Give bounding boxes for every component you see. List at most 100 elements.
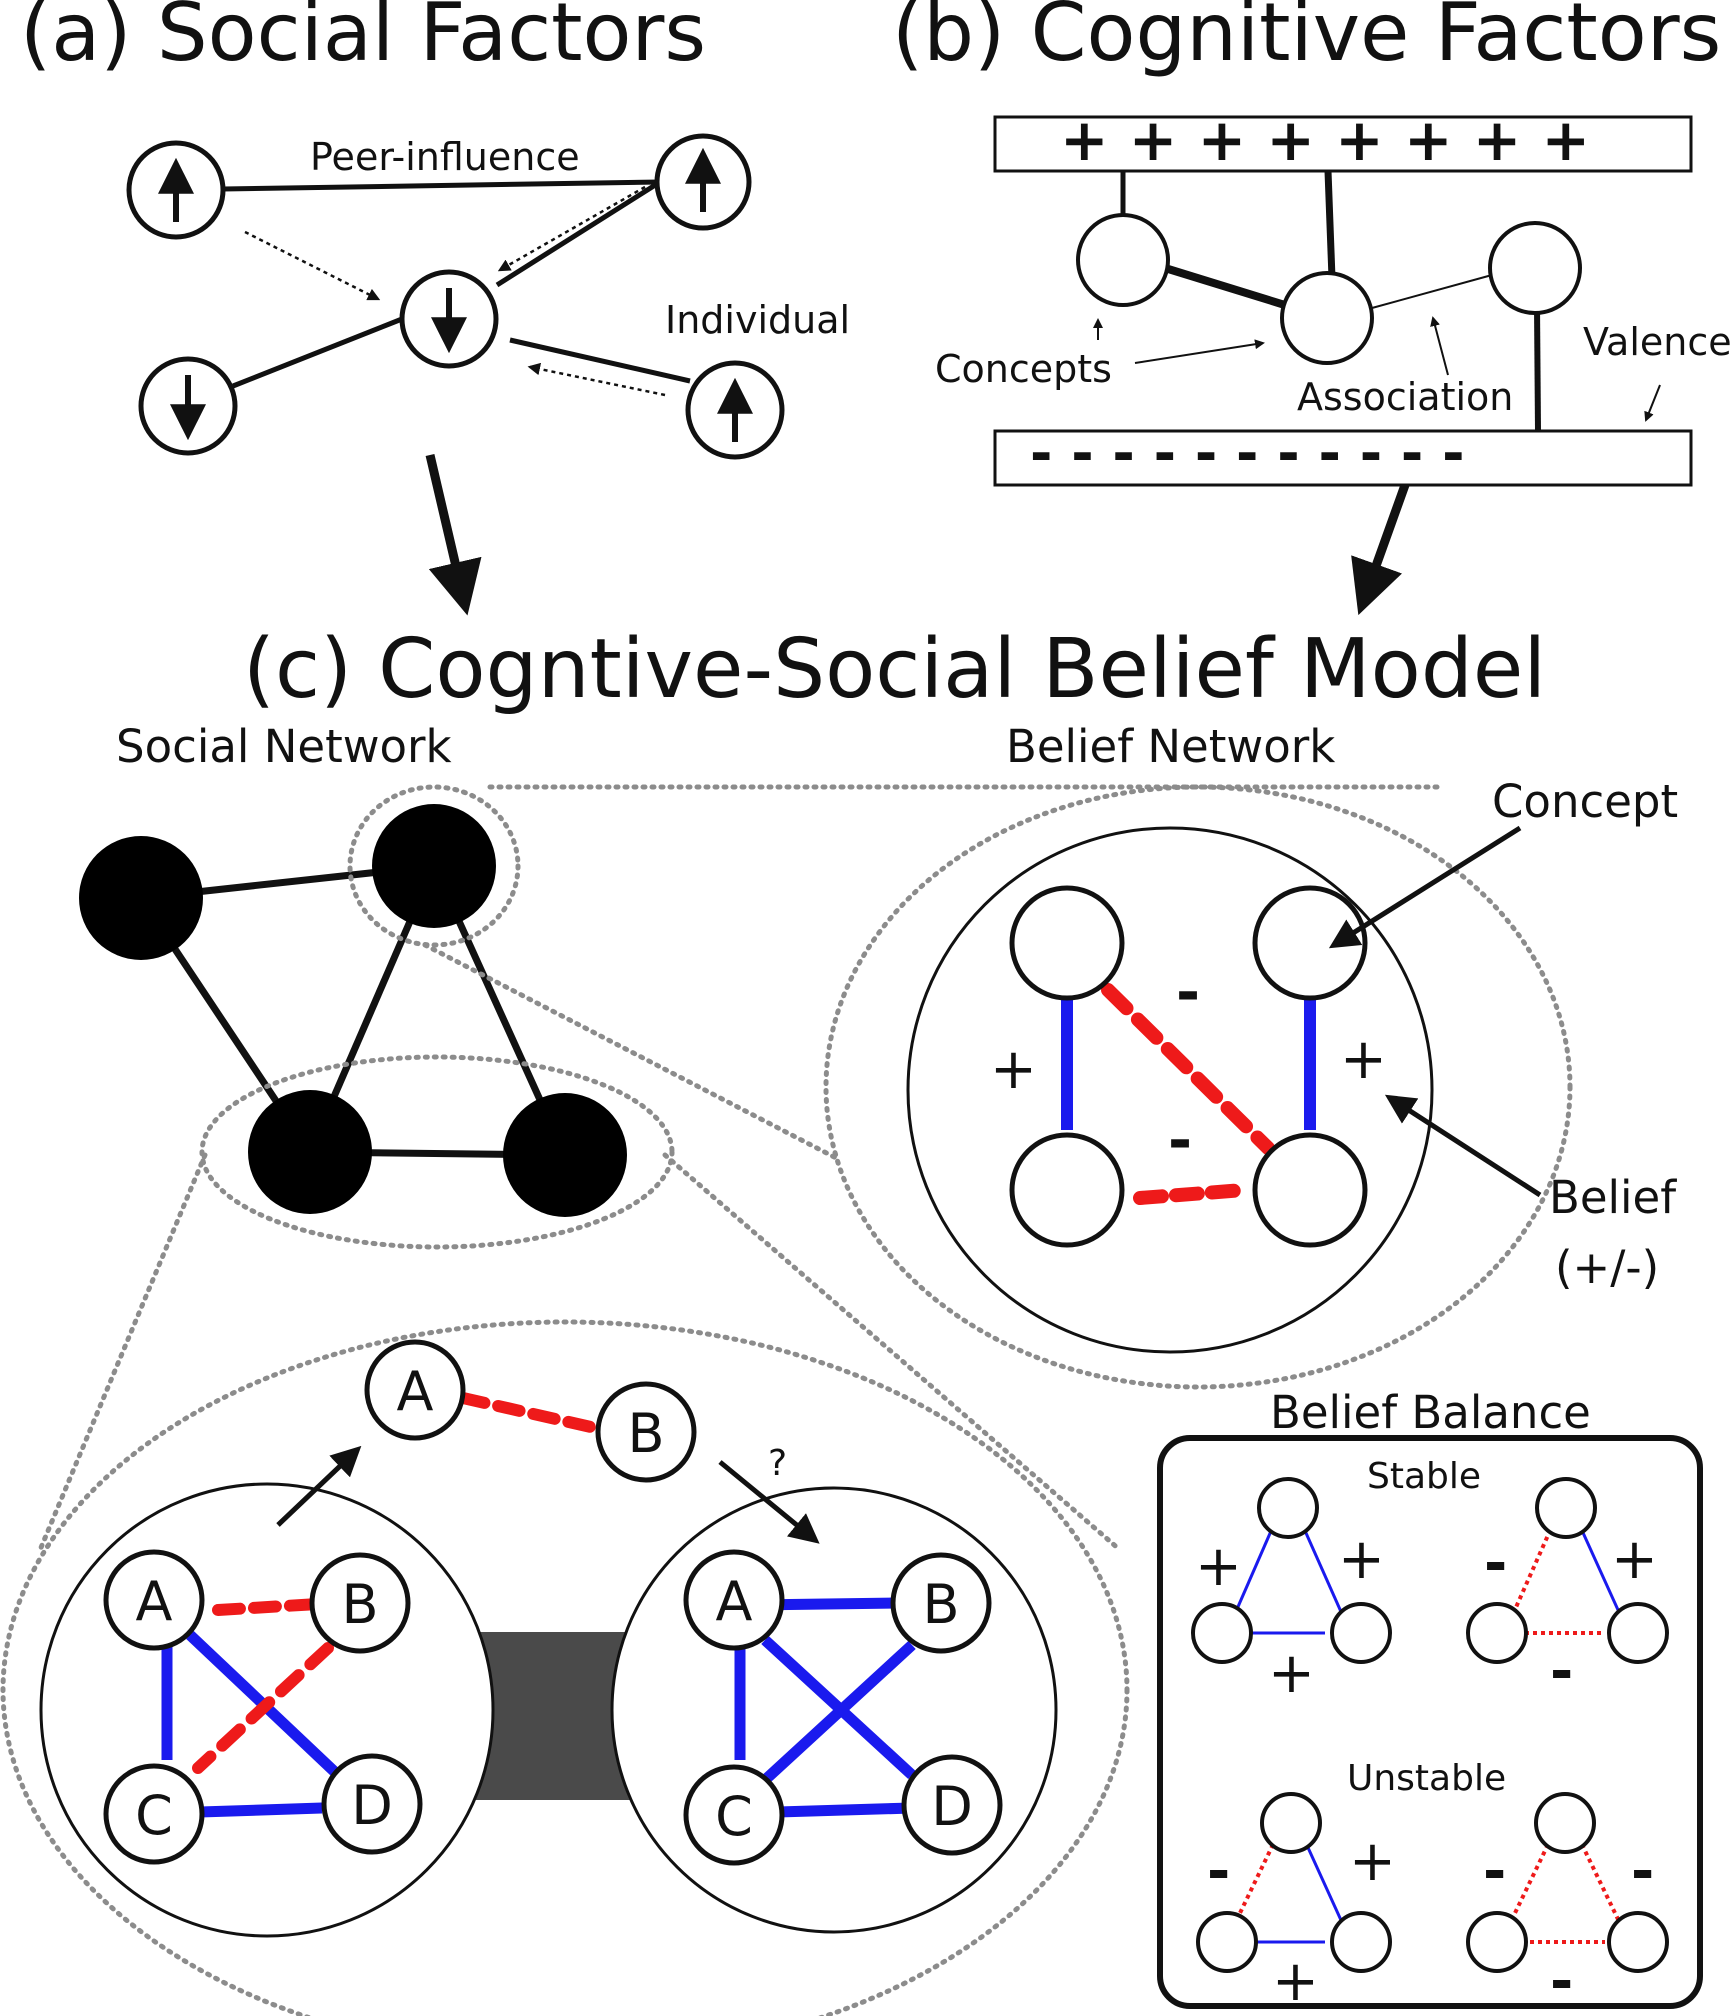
unstable-triad-all-negative: - - -: [1466, 1792, 1669, 2014]
node-letter: C: [135, 1784, 173, 1847]
concept-node-a: A: [683, 1549, 785, 1651]
agent-node-down: [138, 356, 238, 456]
communicated-node-b: B: [595, 1381, 697, 1483]
concept-node-c: C: [103, 1763, 205, 1865]
panel-b-to-c-arrow: [1351, 483, 1410, 616]
social-bridge: [470, 1632, 630, 1800]
node-letter: B: [627, 1402, 664, 1465]
panel-b-cognitive-factors: (b) Cognitive Factors + + + + + + + + - …: [892, 0, 1732, 616]
negative-sign: -: [1484, 1531, 1507, 1596]
concepts-pointer-arrow: [1134, 339, 1265, 364]
node-letter: A: [136, 1570, 173, 1633]
concept-node: [1252, 885, 1368, 1001]
belief-network: + + - - Concept Belief (+/-): [823, 775, 1678, 1390]
question-mark: ?: [768, 1443, 787, 1484]
social-network-label: Social Network: [116, 720, 452, 773]
concept-node-c: C: [683, 1764, 785, 1866]
negative-sign: -: [1207, 1839, 1230, 1904]
social-network: [79, 784, 675, 1250]
concept-node: [1252, 1132, 1368, 1248]
belief-sign-label: (+/-): [1555, 1241, 1659, 1294]
zoom-highlight-pair: [199, 1054, 675, 1250]
belief-label: Belief: [1549, 1171, 1677, 1224]
agent-node-down-center: [399, 269, 499, 369]
negative-belief-edge: [1133, 1183, 1251, 1205]
concept-node-b: B: [890, 1552, 992, 1654]
stable-triad-all-positive: + + +: [1191, 1477, 1392, 1706]
concept-node: [1009, 1132, 1125, 1248]
panel-a-social-factors: (a) Social Factors: [20, 0, 850, 616]
zoom-highlight-selected-person: [347, 784, 521, 948]
node-letter: D: [351, 1774, 393, 1837]
negative-sign: -: [1550, 1639, 1573, 1704]
individual-label: Individual: [665, 298, 850, 342]
belief-balance-box: [1157, 1435, 1703, 2009]
valence-label: Valence: [1583, 320, 1732, 364]
positive-sign: +: [1611, 1527, 1658, 1592]
positive-sign: +: [1338, 1527, 1385, 1592]
positive-sign: +: [990, 1037, 1037, 1102]
belief-pointer-arrow: [1384, 1094, 1542, 1198]
concepts-label: Concepts: [935, 347, 1112, 391]
negative-sign: -: [1168, 1106, 1192, 1174]
positive-sign: +: [1195, 1534, 1242, 1599]
negative-belief-edge: [212, 1598, 324, 1616]
negative-belief-edge: [192, 1642, 334, 1774]
person-node: [248, 1090, 372, 1214]
agent-node-up: [654, 133, 752, 231]
node-letter: A: [397, 1360, 434, 1423]
negative-sign: -: [1176, 958, 1200, 1026]
association-label: Association: [1297, 375, 1513, 419]
panel-a-title: (a) Social Factors: [20, 0, 706, 79]
positive-sign: +: [1268, 1641, 1315, 1706]
person-node-selected: [372, 804, 496, 928]
stable-label: Stable: [1367, 1456, 1481, 1497]
unstable-triad-one-negative: - + +: [1196, 1792, 1396, 2014]
person-node: [79, 836, 203, 960]
concept-node: [1280, 271, 1374, 365]
association-edges: [1120, 170, 1541, 432]
negative-sign: -: [1550, 1949, 1573, 2014]
node-letter: B: [341, 1573, 378, 1636]
interpersonal-exchange: A B C D A B C D A B ?: [0, 1319, 1130, 2016]
belief-balance-legend: Belief Balance Stable Unstable + + + - +: [1157, 1386, 1703, 2014]
stable-triad-two-negative: - + -: [1466, 1477, 1669, 1704]
belief-network-label: Belief Network: [1006, 720, 1335, 773]
panel-c-title: (c) Cogntive-Social Belief Model: [243, 622, 1546, 717]
zoom-connectors: [37, 784, 1443, 1553]
concept-node-a: A: [103, 1549, 205, 1651]
concept-node: [1009, 885, 1125, 1001]
negative-valence-signs: - - - - - - - - - - -: [1030, 422, 1465, 485]
concept-node-d: D: [901, 1754, 1003, 1856]
communicated-negative-edge: [457, 1392, 610, 1436]
negative-sign: -: [1483, 1839, 1506, 1904]
valence-pointer-arrow: [1644, 384, 1661, 422]
person-node: [503, 1093, 627, 1217]
positive-valence-signs: + + + + + + + +: [1060, 106, 1590, 174]
negative-belief-edge: [1101, 983, 1275, 1155]
communicated-node-a: A: [364, 1339, 466, 1441]
positive-belief-edge: [761, 1640, 916, 1785]
concept-node: [1076, 213, 1170, 307]
node-letter: A: [716, 1570, 753, 1633]
concept-label: Concept: [1492, 775, 1678, 828]
concept-node-b: B: [309, 1552, 411, 1654]
belief-network-zoom-outline: [823, 784, 1573, 1390]
positive-belief-edge: [199, 1802, 323, 1818]
unstable-label: Unstable: [1347, 1758, 1506, 1799]
agent-node-up-individual: [685, 360, 785, 460]
social-factor-edges: [222, 179, 691, 389]
positive-sign: +: [1340, 1027, 1387, 1092]
positive-sign: +: [1349, 1829, 1396, 1894]
peer-influence-label: Peer-influence: [310, 135, 580, 179]
association-pointer-arrow: [1430, 316, 1449, 376]
node-letter: D: [931, 1775, 973, 1838]
concept-pointer-arrow: [1328, 825, 1522, 949]
belief-balance-title: Belief Balance: [1270, 1386, 1591, 1439]
node-letter: C: [715, 1785, 753, 1848]
concept-node-d: D: [321, 1753, 423, 1855]
negative-valence-bar: [993, 429, 1693, 487]
exchange-zoom-outline: [0, 1319, 1130, 2016]
concept-node: [1488, 221, 1582, 315]
